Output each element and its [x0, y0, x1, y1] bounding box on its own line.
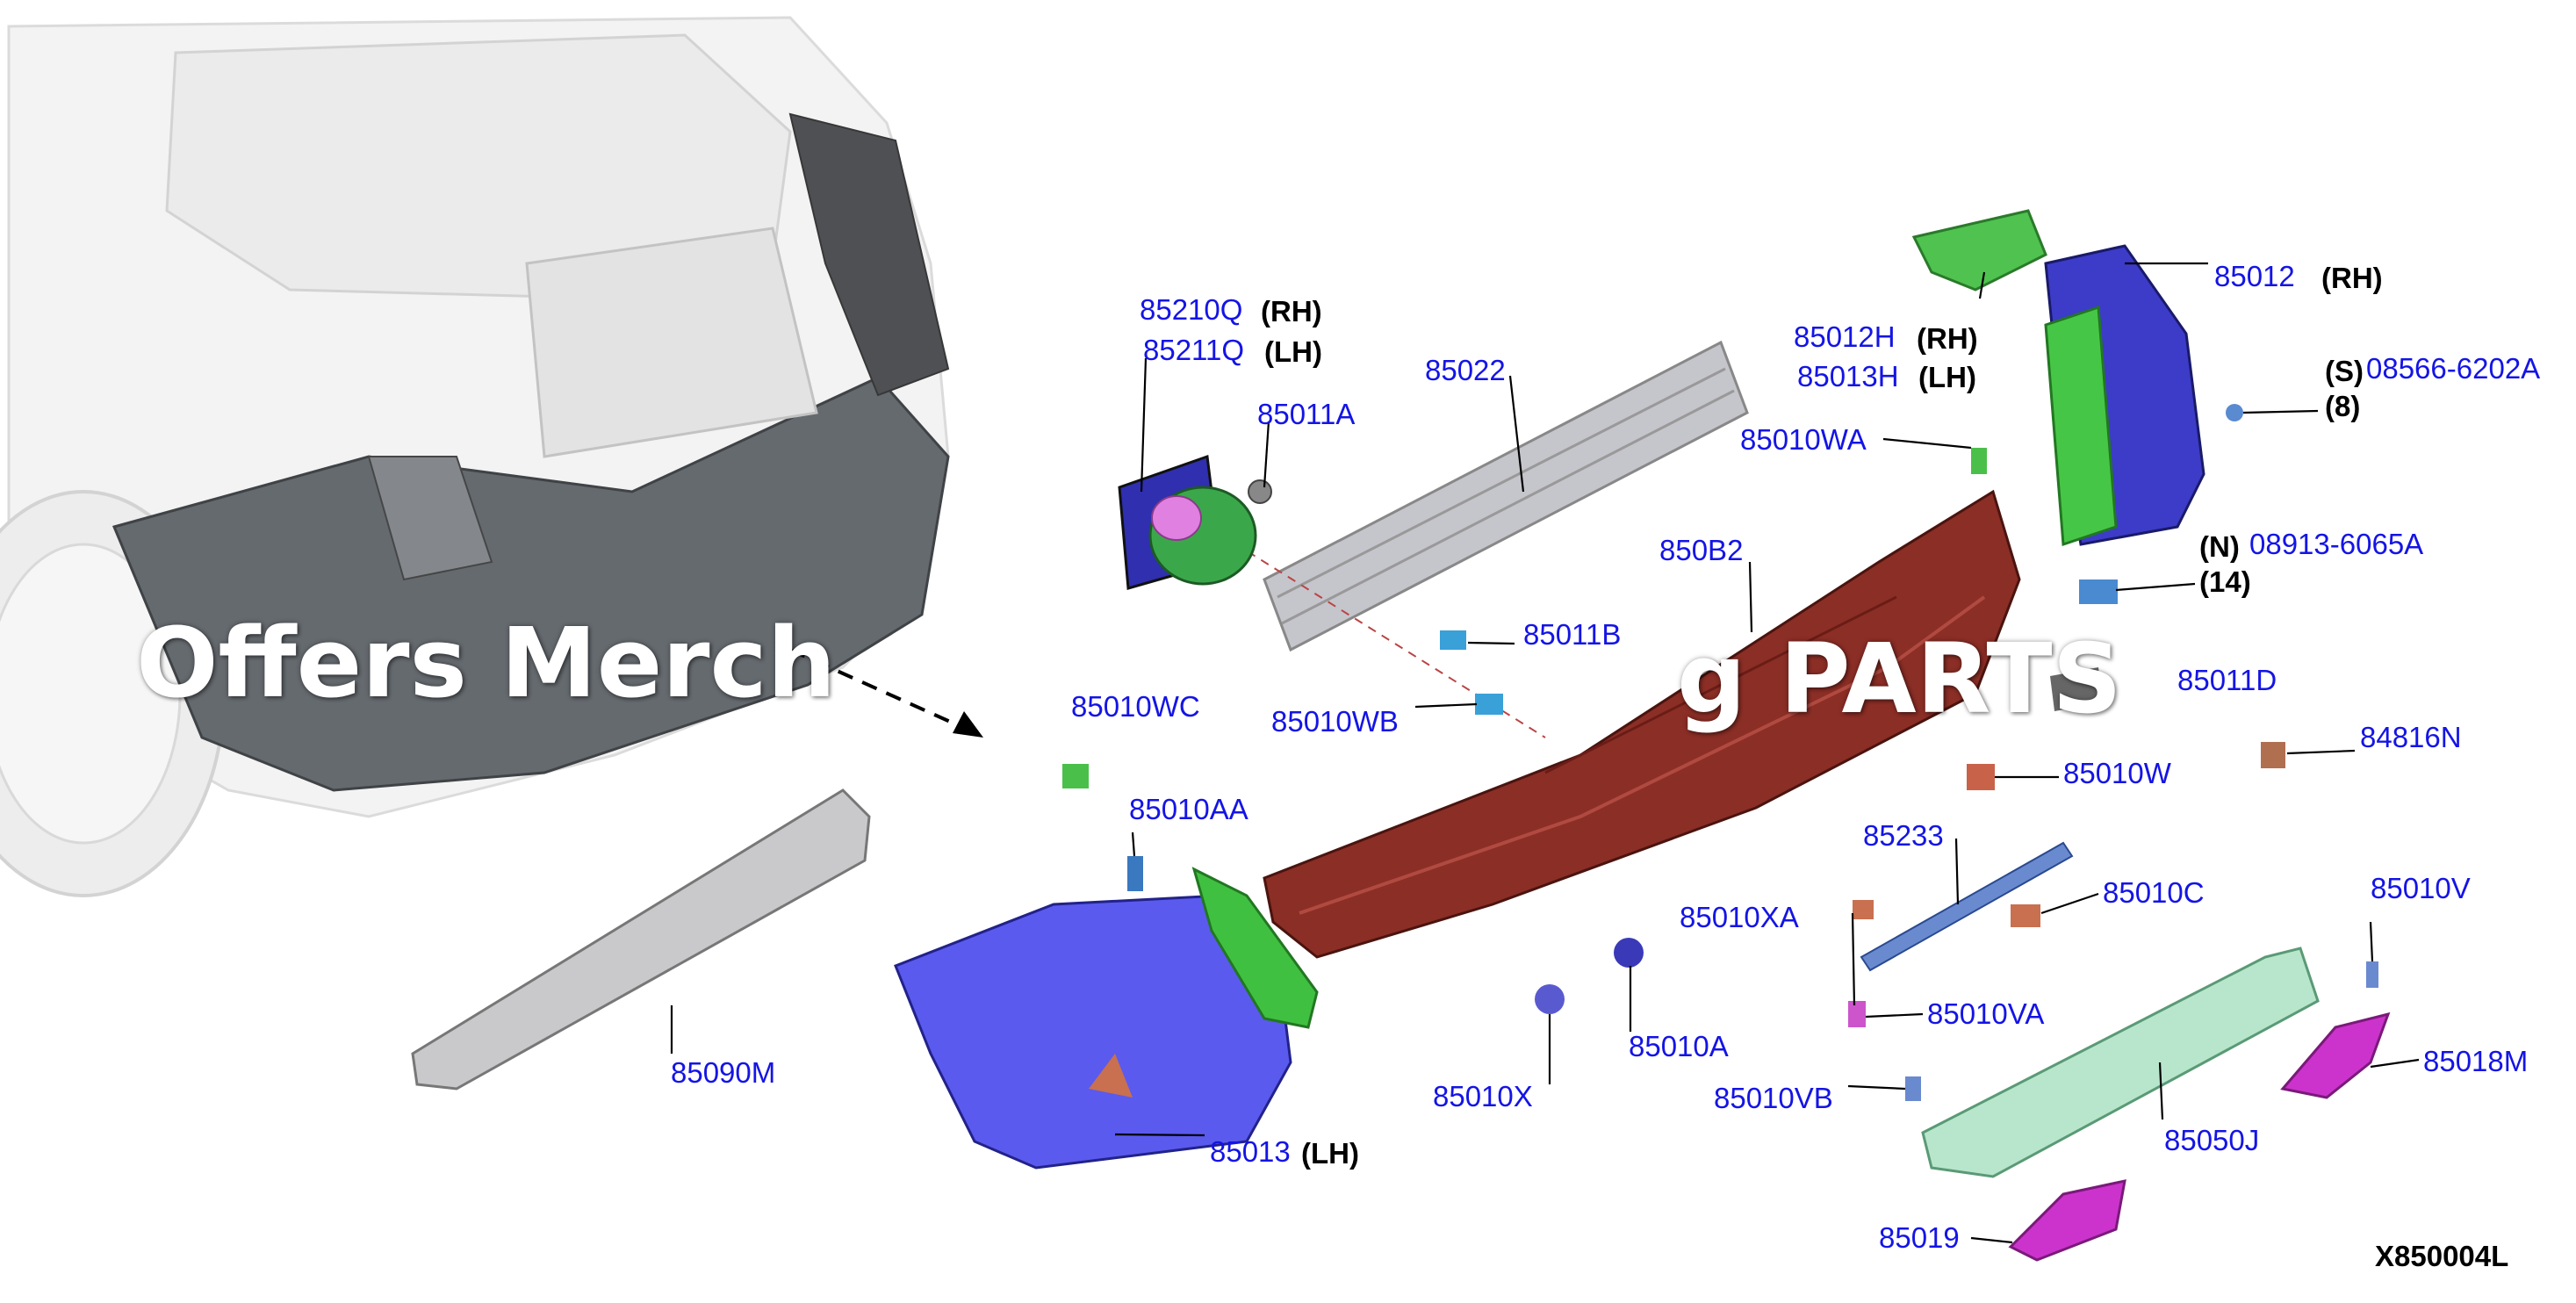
part-85012-side-cover [2044, 244, 2205, 547]
label-85010XA[interactable]: 85010XA [1680, 901, 1799, 933]
label-850B2[interactable]: 850B2 [1659, 534, 1744, 566]
part-85013-side-cover [894, 867, 1319, 1170]
watermark-left: Offers Merch [136, 607, 837, 719]
part-85022-reinforcement [1263, 340, 1749, 652]
part-85233-bar [1860, 841, 2074, 972]
qty-08913: (14) [2199, 565, 2251, 598]
label-85233[interactable]: 85233 [1863, 819, 1944, 852]
qualifier-08566: (S) [2325, 355, 2364, 387]
label-08913-6065A[interactable]: 08913-6065A [2249, 528, 2424, 560]
label-85011A[interactable]: 85011A [1257, 398, 1356, 430]
label-85011B[interactable]: 85011B [1523, 618, 1622, 651]
label-85010WA[interactable]: 85010WA [1740, 423, 1867, 456]
leader-lines [670, 262, 2420, 1244]
label-85010WB[interactable]: 85010WB [1271, 705, 1399, 738]
dashed-arrow [789, 648, 983, 738]
qualifier-08913: (N) [2199, 530, 2240, 563]
diagram-code: X850004L [2375, 1240, 2509, 1272]
part-85011A-clip [1248, 479, 1272, 504]
qty-08566: (8) [2325, 390, 2361, 422]
part-85018M-cover [2280, 1011, 2391, 1099]
small-clips [1062, 448, 2378, 1101]
label-85010WC[interactable]: 85010WC [1071, 690, 1200, 723]
part-08913-clip [2079, 580, 2118, 604]
label-85090M[interactable]: 85090M [671, 1056, 776, 1089]
qualifier-85012: (RH) [2321, 262, 2383, 294]
part-08566-screw [2226, 404, 2243, 421]
label-85010W[interactable]: 85010W [2063, 757, 2171, 789]
label-85010X[interactable]: 85010X [1433, 1080, 1533, 1112]
label-85010VB[interactable]: 85010VB [1714, 1082, 1833, 1114]
label-85050J[interactable]: 85050J [2164, 1124, 2260, 1156]
label-85011D[interactable]: 85011D [2177, 664, 2277, 696]
label-85010C[interactable]: 85010C [2103, 876, 2205, 909]
part-850B2-bumper [1263, 489, 2021, 959]
label-85018M[interactable]: 85018M [2423, 1045, 2529, 1077]
qualifier-85012H: (RH) [1917, 322, 1978, 355]
qualifier-85211Q: (LH) [1264, 335, 1322, 368]
part-85019-cover [2008, 1179, 2126, 1262]
part-85090M-absorber [411, 788, 871, 1091]
qualifier-85013: (LH) [1301, 1137, 1359, 1170]
label-85010V[interactable]: 85010V [2371, 872, 2471, 904]
label-85211Q[interactable]: 85211Q [1143, 334, 1244, 366]
label-85012[interactable]: 85012 [2214, 260, 2295, 292]
part-85210Q-bracket [1118, 454, 1257, 590]
label-08566-6202A[interactable]: 08566-6202A [2366, 352, 2541, 385]
label-85013H[interactable]: 85013H [1797, 360, 1899, 392]
part-85012H-bracket [1911, 209, 2047, 292]
qualifier-85013H: (LH) [1918, 361, 1976, 393]
label-85019[interactable]: 85019 [1879, 1221, 1960, 1254]
watermark-right: g PARTS [1677, 623, 2122, 735]
car-silhouette [0, 16, 950, 897]
label-85022[interactable]: 85022 [1425, 354, 1506, 386]
qualifier-85210Q: (RH) [1261, 295, 1322, 328]
label-85013[interactable]: 85013 [1210, 1135, 1291, 1168]
label-85012H[interactable]: 85012H [1794, 320, 1896, 353]
label-85210Q[interactable]: 85210Q [1140, 293, 1243, 326]
label-85010A[interactable]: 85010A [1629, 1030, 1729, 1062]
label-85010VA[interactable]: 85010VA [1927, 997, 2045, 1030]
part-85050J-undercover [1921, 947, 2320, 1178]
label-85010AA[interactable]: 85010AA [1129, 793, 1248, 825]
label-84816N[interactable]: 84816N [2360, 721, 2462, 753]
